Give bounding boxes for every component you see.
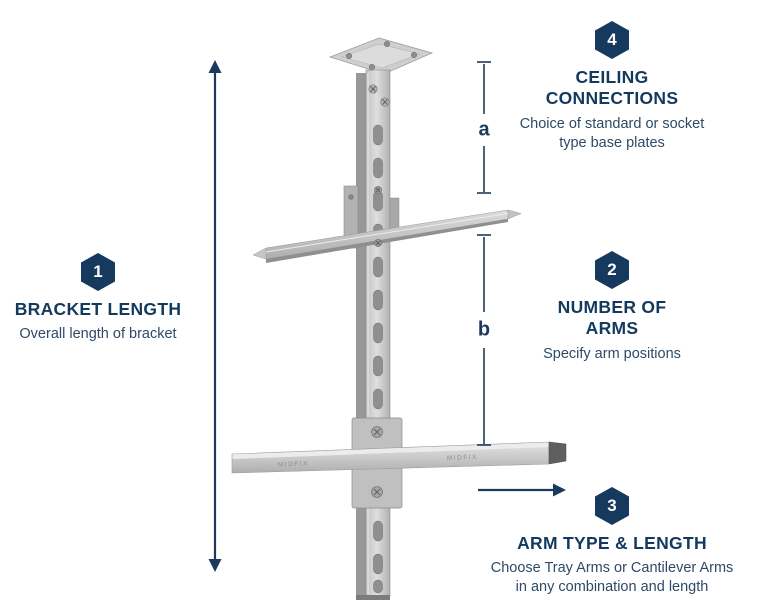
bracket-length-title: BRACKET LENGTH [14,299,182,319]
badge-3-number: 3 [607,496,617,515]
tray-arm [252,186,522,263]
dimension-b-line [477,234,491,446]
badge-3: 3 [595,487,629,525]
section-arm-type-length: 3 ARM TYPE & LENGTH Choose Tray Arms or … [487,487,737,598]
badge-1: 1 [81,253,115,291]
section-ceiling-connections: 4 CEILING CONNECTIONS Choice of standard… [517,21,707,153]
number-of-arms-subtitle: Specify arm positions [543,345,681,362]
section-bracket-length: 1 BRACKET LENGTH Overall length of brack… [0,253,196,344]
arm-length-arrow [478,483,566,497]
badge-4: 4 [595,21,629,59]
dimension-a-line [477,61,491,194]
ceiling-connections-title: CEILING CONNECTIONS [545,67,679,109]
dimension-b-label: b [477,318,491,341]
bracket-length-arrow [208,60,222,572]
ceiling-plate [328,37,434,75]
bracket-length-subtitle: Overall length of bracket [19,326,177,343]
arm-brand-label: MIDFIX [447,454,478,462]
arm-type-length-subtitle: Choose Tray Arms or Cantilever Arms in a… [490,560,734,596]
section-number-of-arms: 2 NUMBER OF ARMS Specify arm positions [517,251,707,364]
arm-brand-label: MIDFIX [278,460,309,468]
badge-2-number: 2 [607,260,617,279]
dimension-a-label: a [478,118,490,141]
vertical-channel [356,69,391,600]
badge-1-number: 1 [93,262,103,281]
badge-4-number: 4 [607,30,617,49]
badge-2: 2 [595,251,629,289]
ceiling-connection-bolts [368,84,390,107]
arm-type-length-title: ARM TYPE & LENGTH [517,533,707,553]
ceiling-connections-subtitle: Choice of standard or socket type base p… [519,115,705,151]
number-of-arms-title: NUMBER OF ARMS [557,297,667,339]
cantilever-arm: MIDFIX MIDFIX [231,441,567,474]
